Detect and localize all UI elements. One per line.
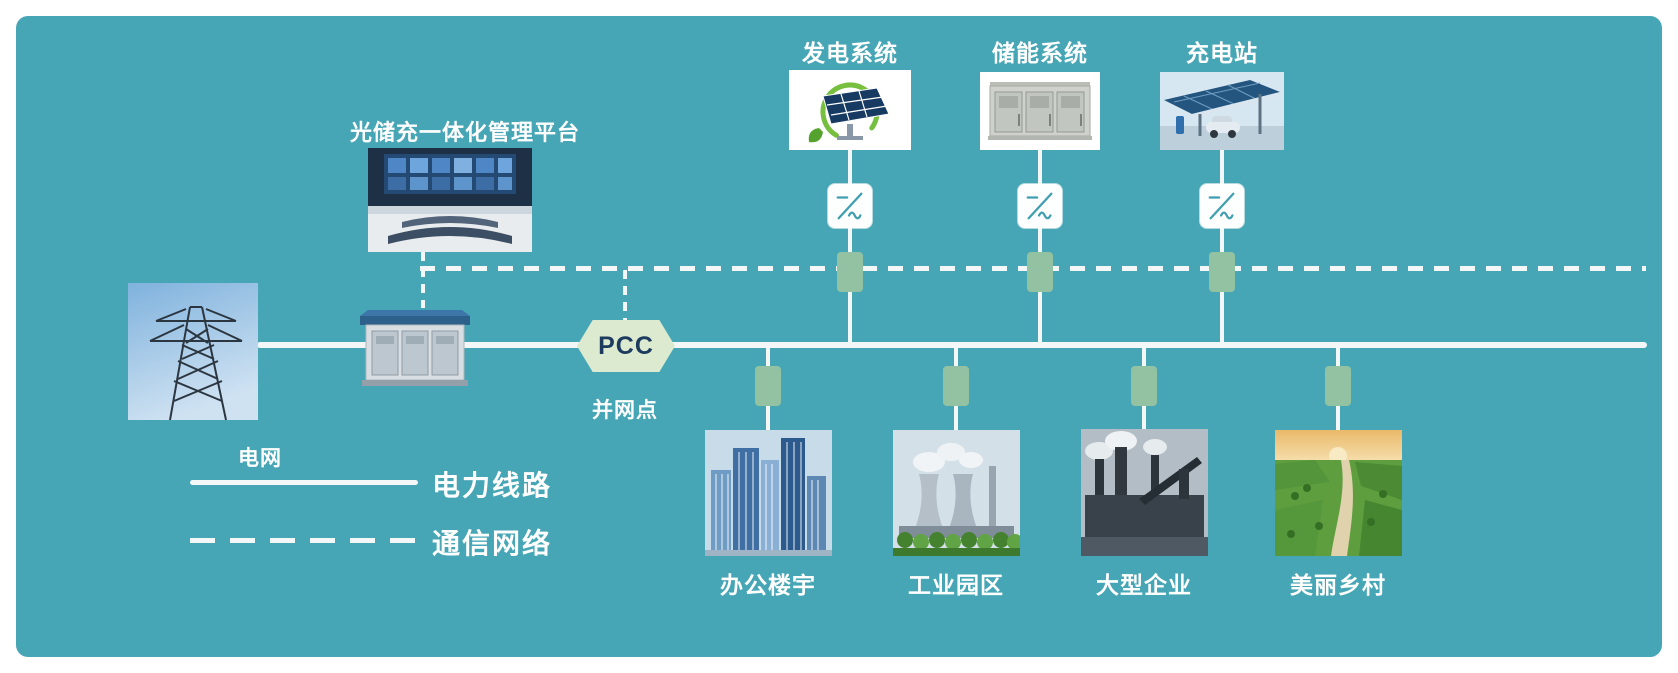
large-enterprise-label: 大型企业 — [1096, 572, 1192, 598]
connector-block — [1131, 366, 1157, 406]
charging-station-label: 充电站 — [1186, 40, 1258, 66]
inverter-icon — [828, 184, 872, 228]
connector-block — [943, 366, 969, 406]
industrial-park-label: 工业园区 — [908, 572, 1004, 598]
legend-power-line-sample — [190, 480, 418, 485]
generation-system-image — [789, 70, 911, 150]
transformer-station-image — [358, 306, 472, 388]
management-platform-image — [368, 148, 532, 252]
charging-connector-line — [1220, 150, 1224, 344]
platform-comm-connector-line — [421, 252, 425, 308]
pcc-label: PCC — [598, 331, 654, 360]
countryside-image — [1275, 430, 1402, 556]
pcc-node: PCC — [577, 320, 675, 372]
legend-comm-line-label: 通信网络 — [432, 528, 553, 559]
storage-system-image — [980, 72, 1100, 150]
grid-tower-image — [128, 283, 258, 420]
pcc-comm-connector-line — [623, 270, 627, 320]
storage-connector-line — [1038, 150, 1042, 344]
connector-block — [1325, 366, 1351, 406]
industrial-park-image — [893, 430, 1020, 556]
inverter-icon — [1018, 184, 1062, 228]
connector-block — [755, 366, 781, 406]
charging-station-image — [1160, 72, 1284, 150]
storage-system-label: 储能系统 — [992, 40, 1088, 66]
generation-system-label: 发电系统 — [802, 40, 898, 66]
platform-label: 光储充一体化管理平台 — [349, 120, 580, 145]
connector-block — [1027, 252, 1053, 292]
office-buildings-label: 办公楼宇 — [720, 572, 816, 598]
legend-power-line-label: 电力线路 — [432, 470, 553, 501]
pcc-sublabel: 并网点 — [592, 399, 658, 422]
inverter-icon — [1200, 184, 1244, 228]
grid-label: 电网 — [238, 447, 282, 470]
countryside-label: 美丽乡村 — [1290, 572, 1386, 598]
connector-block — [1209, 252, 1235, 292]
power-line — [257, 342, 1647, 348]
connector-block — [837, 252, 863, 292]
office-buildings-image — [705, 430, 832, 556]
legend-comm-line-sample — [190, 538, 418, 543]
large-enterprise-image — [1081, 429, 1208, 556]
generation-connector-line — [848, 150, 852, 344]
